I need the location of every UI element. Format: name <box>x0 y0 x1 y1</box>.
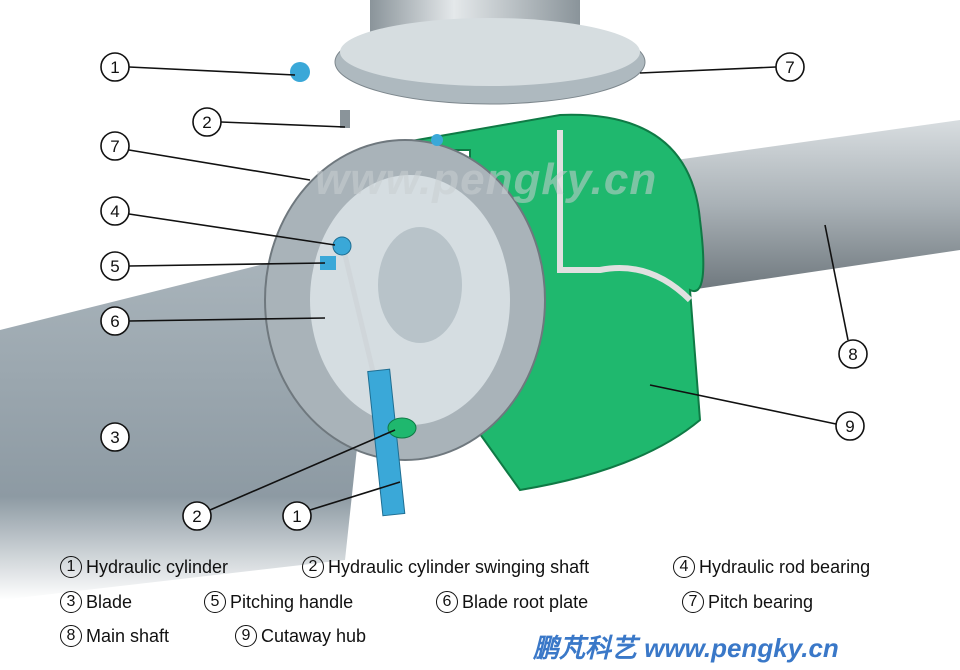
callout-circle <box>100 131 130 161</box>
plate-hole <box>378 227 462 343</box>
callout-circle <box>100 251 130 281</box>
callout-number: 1 <box>292 507 301 526</box>
callout-circle <box>192 107 222 137</box>
top-cylinder-fitting <box>290 62 310 82</box>
callout-circle <box>282 501 312 531</box>
callout-circle <box>835 411 865 441</box>
callout-number: 2 <box>202 113 211 132</box>
callout-number: 1 <box>110 58 119 77</box>
callout-circle <box>100 306 130 336</box>
brand-text: 鹏芃科艺 www.pengky.cn <box>533 633 839 663</box>
callout-number: 3 <box>110 428 119 447</box>
callout-number: 7 <box>110 137 119 156</box>
callout-circle <box>838 339 868 369</box>
top-flange-face <box>340 18 640 86</box>
top-shaft-fitting <box>340 110 350 128</box>
hub-inner <box>557 130 693 303</box>
callout-circle <box>775 52 805 82</box>
callout-circle <box>100 196 130 226</box>
callout-number: 4 <box>110 202 119 221</box>
swinging-shaft <box>387 417 417 439</box>
top-bolt <box>431 134 443 146</box>
hydraulic-cylinder <box>367 368 406 517</box>
callout-number: 6 <box>110 312 119 331</box>
callout-number: 8 <box>848 345 857 364</box>
hydraulic-rod-bearing <box>332 236 352 256</box>
callout-circle <box>100 422 130 452</box>
callout-circle <box>182 501 212 531</box>
pitching-rod <box>342 254 378 381</box>
callout-number: 9 <box>845 417 854 436</box>
callout-number: 7 <box>785 58 794 77</box>
pitching-handle <box>320 256 336 270</box>
callout-number: 2 <box>192 507 201 526</box>
callout-lines <box>128 66 849 511</box>
main-shaft <box>640 120 960 290</box>
callout-circle <box>100 52 130 82</box>
callout-number: 5 <box>110 257 119 276</box>
watermark: www.pengky.cn <box>315 155 658 204</box>
